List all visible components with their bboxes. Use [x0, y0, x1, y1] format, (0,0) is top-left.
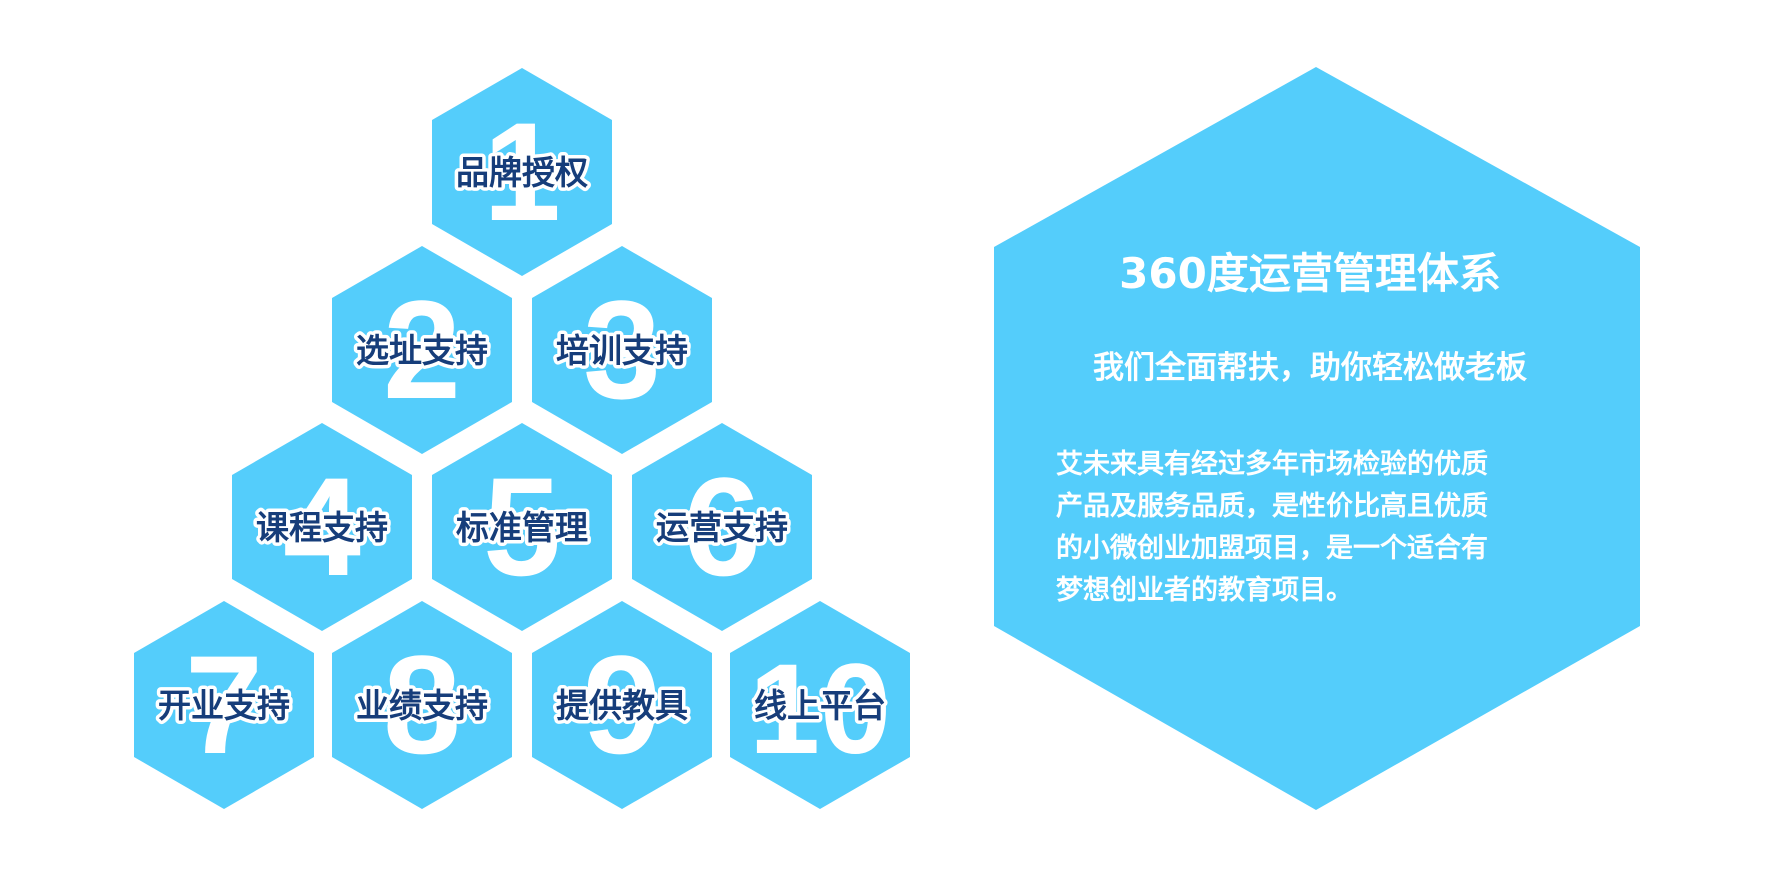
- hexagon-shape: [232, 423, 412, 631]
- hex-number: 8: [383, 626, 461, 783]
- panel-body-line: 产品及服务品质，是性价比高且优质: [1056, 490, 1488, 522]
- panel-title: 360度运营管理体系: [1119, 249, 1501, 298]
- hexagon-shape: [332, 246, 512, 454]
- hexagon-shape: [432, 68, 612, 276]
- hexagon-shape: [134, 601, 314, 809]
- hexagon-shape: [432, 423, 612, 631]
- hexagon-shape: [632, 423, 812, 631]
- hex-number: 4: [283, 448, 361, 605]
- panel-body-line: 梦想创业者的教育项目。: [1056, 574, 1353, 606]
- hex-label: 培训支持: [556, 331, 688, 370]
- hex-number: 10: [749, 638, 891, 781]
- hex-label: 开业支持: [158, 686, 290, 725]
- panel-body-line: 的小微创业加盟项目，是一个适合有: [1056, 532, 1488, 564]
- hex-label: 标准管理: [456, 508, 588, 547]
- hex-number: 5: [483, 448, 561, 605]
- hex-number: 9: [583, 626, 661, 783]
- hex-label: 提供教具: [556, 686, 688, 725]
- hex-label: 线上平台: [754, 686, 886, 725]
- hex-label: 业绩支持: [356, 686, 488, 725]
- hex-label: 品牌授权: [456, 153, 588, 192]
- hex-label: 选址支持: [356, 331, 488, 370]
- hex-number: 1: [483, 93, 561, 250]
- hex-number: 7: [185, 626, 263, 783]
- hexagon-shape: [532, 601, 712, 809]
- hex-label: 课程支持: [256, 508, 388, 547]
- hex-number: 2: [383, 271, 461, 428]
- hexagon-shape: [730, 601, 910, 809]
- big-hexagon: [994, 67, 1640, 810]
- hexagon-shape: [332, 601, 512, 809]
- info-panel: 360度运营管理体系 我们全面帮扶，助你轻松做老板 艾未来具有经过多年市场检验的…: [994, 67, 1640, 810]
- panel-body-line: 艾未来具有经过多年市场检验的优质: [1056, 448, 1488, 480]
- panel-subtitle: 我们全面帮扶，助你轻松做老板: [1093, 350, 1527, 386]
- hex-label: 运营支持: [656, 508, 788, 547]
- hex-number: 6: [683, 448, 761, 605]
- hex-number: 3: [583, 271, 661, 428]
- hexagon-shape: [532, 246, 712, 454]
